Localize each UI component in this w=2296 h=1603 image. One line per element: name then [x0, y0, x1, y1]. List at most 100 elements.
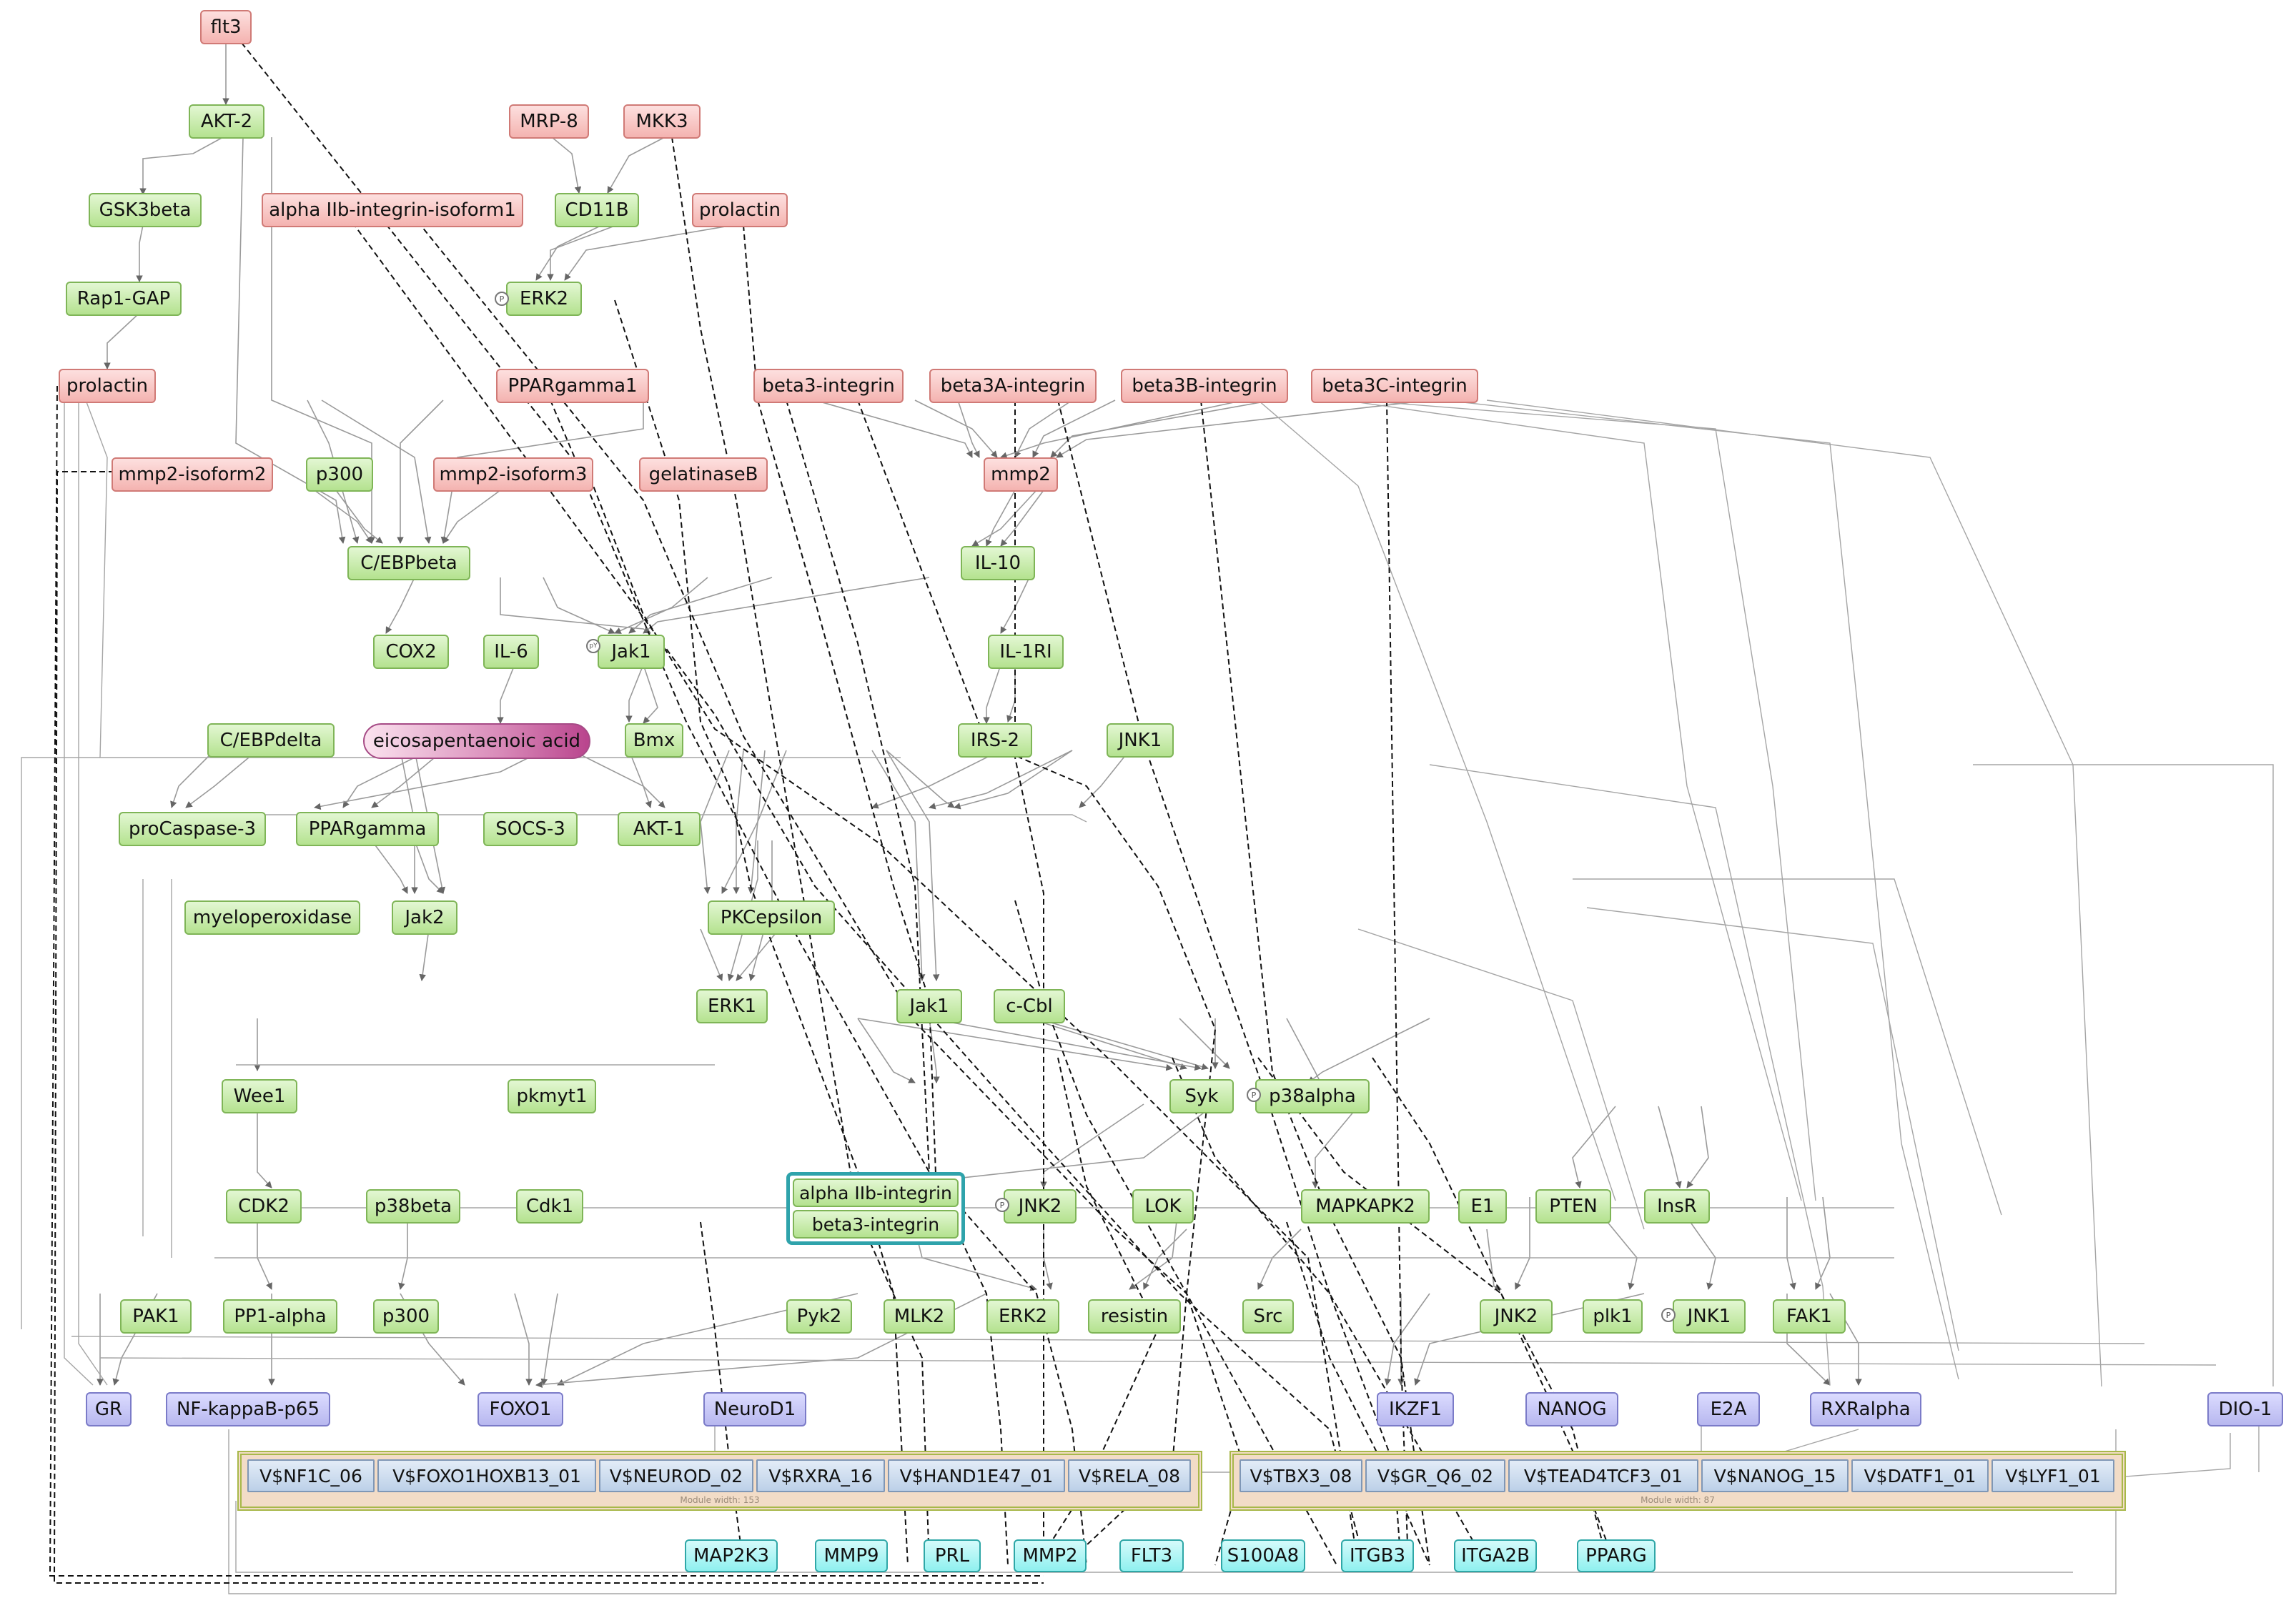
jak2-node[interactable]: Jak2 — [392, 900, 457, 935]
pkcepsilon-node[interactable]: PKCepsilon — [708, 900, 835, 935]
binding-module-1[interactable]: V$NF1C_06 V$FOXO1HOXB13_01 V$NEUROD_02 V… — [237, 1451, 1202, 1511]
mapkapk2-node[interactable]: MAPKAPK2 — [1301, 1189, 1430, 1224]
mlk2-node[interactable]: MLK2 — [884, 1299, 955, 1334]
mmp2-isoform3-node[interactable]: mmp2-isoform3 — [433, 457, 593, 492]
ccbl-node[interactable]: c-Cbl — [994, 989, 1065, 1023]
foxo1-tf-node[interactable]: FOXO1 — [477, 1392, 563, 1426]
cebpbeta-node[interactable]: C/EBPbeta — [347, 546, 470, 580]
beta3b-integrin-node[interactable]: beta3B-integrin — [1121, 369, 1288, 403]
pparg-gene-node[interactable]: PPARG — [1577, 1539, 1656, 1572]
s100a8-gene-node[interactable]: S100A8 — [1221, 1539, 1305, 1572]
jnk1-bottom-node[interactable]: JNK1 — [1673, 1299, 1746, 1334]
gelatinaseb-node[interactable]: gelatinaseB — [639, 457, 768, 492]
binding-site[interactable]: V$RXRA_16 — [756, 1459, 885, 1492]
binding-site[interactable]: V$TEAD4TCF3_01 — [1508, 1459, 1698, 1492]
itgb3-gene-node[interactable]: ITGB3 — [1341, 1539, 1414, 1572]
dio1-tf-node[interactable]: DIO-1 — [2207, 1392, 2283, 1426]
beta3c-integrin-node[interactable]: beta3C-integrin — [1311, 369, 1478, 403]
beta3-integrin-node[interactable]: beta3-integrin — [753, 369, 904, 403]
insr-node[interactable]: InsR — [1644, 1189, 1710, 1224]
binding-site[interactable]: V$NANOG_15 — [1701, 1459, 1849, 1492]
binding-site[interactable]: V$TBX3_08 — [1239, 1459, 1362, 1492]
bmx-node[interactable]: Bmx — [625, 723, 683, 758]
e1-node[interactable]: E1 — [1458, 1189, 1507, 1224]
alpha-iib-integrin-isoform1-node[interactable]: alpha IIb-integrin-isoform1 — [262, 193, 523, 227]
pkmyt1-node[interactable]: pkmyt1 — [508, 1079, 596, 1113]
cdk1-node[interactable]: Cdk1 — [516, 1189, 583, 1224]
p38alpha-node[interactable]: p38alpha — [1255, 1079, 1370, 1113]
jnk2-mid-node[interactable]: JNK2 — [1004, 1189, 1077, 1224]
neurod1-tf-node[interactable]: NeuroD1 — [703, 1392, 806, 1426]
irs2-node[interactable]: IRS-2 — [958, 723, 1032, 758]
cox2-node[interactable]: COX2 — [373, 635, 449, 669]
e2a-tf-node[interactable]: E2A — [1697, 1392, 1760, 1426]
mmp2-gene-node[interactable]: MMP2 — [1014, 1539, 1087, 1572]
integrin-complex[interactable]: alpha IIb-integrin beta3-integrin — [786, 1172, 965, 1245]
itga2b-gene-node[interactable]: ITGA2B — [1454, 1539, 1537, 1572]
binding-site[interactable]: V$GR_Q6_02 — [1365, 1459, 1505, 1492]
binding-site[interactable]: V$RELA_08 — [1068, 1459, 1191, 1492]
rxralpha-tf-node[interactable]: RXRalpha — [1810, 1392, 1921, 1426]
jak1-top-node[interactable]: Jak1 — [598, 635, 665, 669]
lok-node[interactable]: LOK — [1132, 1189, 1194, 1224]
map2k3-gene-node[interactable]: MAP2K3 — [685, 1539, 778, 1572]
p300-bottom-node[interactable]: p300 — [373, 1299, 439, 1334]
resistin-node[interactable]: resistin — [1088, 1299, 1181, 1334]
mkk3-node[interactable]: MKK3 — [623, 104, 701, 139]
cd11b-node[interactable]: CD11B — [555, 193, 639, 227]
wee1-node[interactable]: Wee1 — [222, 1079, 297, 1113]
ppargamma1-node[interactable]: PPARgamma1 — [496, 369, 649, 403]
akt1-node[interactable]: AKT-1 — [618, 812, 701, 846]
mrp8-node[interactable]: MRP-8 — [509, 104, 589, 139]
nfkappab-p65-tf-node[interactable]: NF-kappaB-p65 — [166, 1392, 330, 1426]
gr-tf-node[interactable]: GR — [86, 1392, 132, 1426]
binding-site[interactable]: V$NF1C_06 — [247, 1459, 375, 1492]
procaspase3-node[interactable]: proCaspase-3 — [119, 812, 266, 846]
il1ri-node[interactable]: IL-1RI — [988, 635, 1064, 669]
ppargamma-node[interactable]: PPARgamma — [296, 812, 439, 846]
fak1-node[interactable]: FAK1 — [1773, 1299, 1846, 1334]
nanog-tf-node[interactable]: NANOG — [1525, 1392, 1618, 1426]
prl-gene-node[interactable]: PRL — [924, 1539, 981, 1572]
il10-node[interactable]: IL-10 — [961, 546, 1035, 580]
gsk3beta-node[interactable]: GSK3beta — [89, 193, 202, 227]
pten-node[interactable]: PTEN — [1535, 1189, 1611, 1224]
jnk1-top-node[interactable]: JNK1 — [1107, 723, 1174, 758]
mmp2-node[interactable]: mmp2 — [984, 457, 1058, 492]
plk1-node[interactable]: plk1 — [1583, 1299, 1643, 1334]
syk-node[interactable]: Syk — [1169, 1079, 1234, 1113]
src-node[interactable]: Src — [1242, 1299, 1294, 1334]
rap1gap-node[interactable]: Rap1-GAP — [66, 282, 182, 316]
p300-top-node[interactable]: p300 — [306, 457, 373, 492]
erk2-bottom-node[interactable]: ERK2 — [986, 1299, 1059, 1334]
eicosapentaenoic-acid-node[interactable]: eicosapentaenoic acid — [363, 723, 590, 759]
binding-site[interactable]: V$FOXO1HOXB13_01 — [377, 1459, 596, 1492]
prolactin-top-node[interactable]: prolactin — [692, 193, 788, 227]
p38beta-node[interactable]: p38beta — [366, 1189, 460, 1224]
pp1alpha-node[interactable]: PP1-alpha — [223, 1299, 337, 1334]
flt3-gene-node[interactable]: FLT3 — [1119, 1539, 1184, 1572]
pyk2-node[interactable]: Pyk2 — [786, 1299, 852, 1334]
il6-node[interactable]: IL-6 — [483, 635, 539, 669]
pak1-node[interactable]: PAK1 — [120, 1299, 192, 1334]
flt3-node[interactable]: flt3 — [200, 10, 252, 44]
binding-site[interactable]: V$DATF1_01 — [1851, 1459, 1989, 1492]
erk1-node[interactable]: ERK1 — [696, 989, 768, 1023]
myeloperoxidase-node[interactable]: myeloperoxidase — [184, 900, 360, 935]
mmp9-gene-node[interactable]: MMP9 — [815, 1539, 888, 1572]
beta3a-integrin-node[interactable]: beta3A-integrin — [929, 369, 1097, 403]
binding-site[interactable]: V$LYF1_01 — [1991, 1459, 2114, 1492]
prolactin-left-node[interactable]: prolactin — [59, 369, 156, 403]
cdk2-node[interactable]: CDK2 — [226, 1189, 302, 1224]
socs3-node[interactable]: SOCS-3 — [483, 812, 578, 846]
cebpdelta-node[interactable]: C/EBPdelta — [207, 723, 335, 758]
jak1-mid-node[interactable]: Jak1 — [896, 989, 962, 1023]
binding-site[interactable]: V$HAND1E47_01 — [888, 1459, 1065, 1492]
erk2-top-node[interactable]: ERK2 — [506, 282, 582, 316]
ikzf1-tf-node[interactable]: IKZF1 — [1377, 1392, 1454, 1426]
jnk2-bottom-node[interactable]: JNK2 — [1480, 1299, 1553, 1334]
mmp2-isoform2-node[interactable]: mmp2-isoform2 — [112, 457, 273, 492]
akt2-node[interactable]: AKT-2 — [189, 104, 264, 139]
binding-site[interactable]: V$NEUROD_02 — [599, 1459, 753, 1492]
binding-module-2[interactable]: V$TBX3_08 V$GR_Q6_02 V$TEAD4TCF3_01 V$NA… — [1229, 1451, 2126, 1511]
